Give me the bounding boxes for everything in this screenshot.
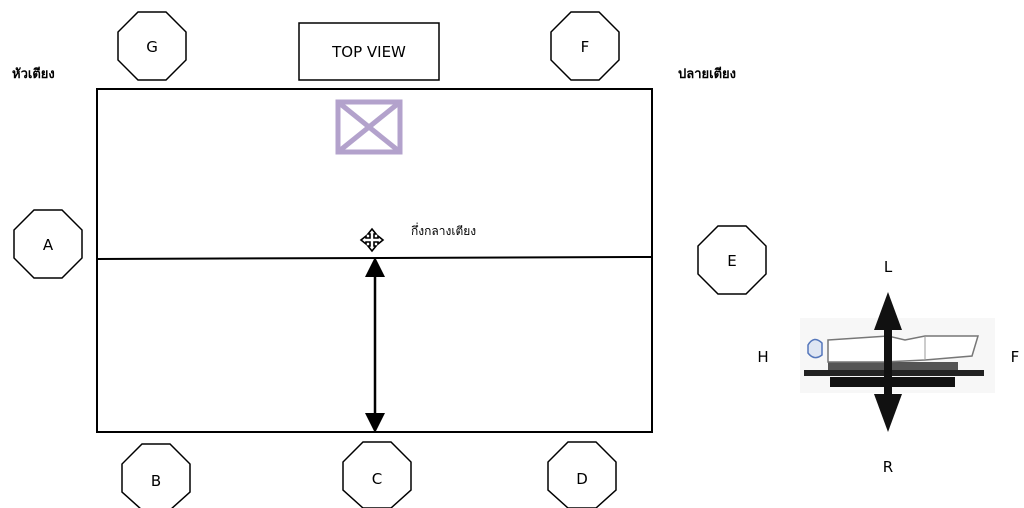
position-g-label: G <box>146 38 158 56</box>
box-x-icon <box>335 99 403 155</box>
table-top <box>804 370 984 376</box>
page-title: TOP VIEW <box>331 43 406 61</box>
position-a-marker: A <box>13 209 83 279</box>
arrow-shaft <box>884 328 892 396</box>
table-pad <box>828 362 958 370</box>
position-d-marker: D <box>547 441 617 508</box>
position-a-label: A <box>43 236 54 254</box>
orientation-head-label: H <box>757 348 768 366</box>
table-base <box>830 377 955 387</box>
orientation-left-label: L <box>884 258 893 276</box>
position-c-marker: C <box>342 441 412 508</box>
position-f-marker: F <box>550 11 620 81</box>
position-f-label: F <box>581 38 590 56</box>
arrow-down-icon <box>874 394 902 432</box>
position-g-marker: G <box>117 11 187 81</box>
foot-of-bed-label: ปลายเตียง <box>678 66 736 82</box>
head-of-bed-label: หัวเตียง <box>12 66 55 82</box>
position-d-label: D <box>576 470 588 488</box>
position-b-marker: B <box>121 443 191 508</box>
patient-figure-icon <box>807 335 980 363</box>
arrow-up-icon <box>874 292 902 330</box>
orientation-right-label: R <box>883 458 893 476</box>
move-cross-icon <box>359 227 385 253</box>
bed-midline <box>96 256 653 260</box>
position-e-marker: E <box>697 225 767 295</box>
position-e-label: E <box>727 252 736 270</box>
position-c-label: C <box>372 470 382 488</box>
orientation-foot-label: F <box>1011 348 1020 366</box>
bed-midline-label: กึ่งกลางเตียง <box>411 222 476 238</box>
position-b-label: B <box>151 472 161 490</box>
orientation-legend <box>800 292 995 432</box>
title-box: TOP VIEW <box>298 22 440 81</box>
